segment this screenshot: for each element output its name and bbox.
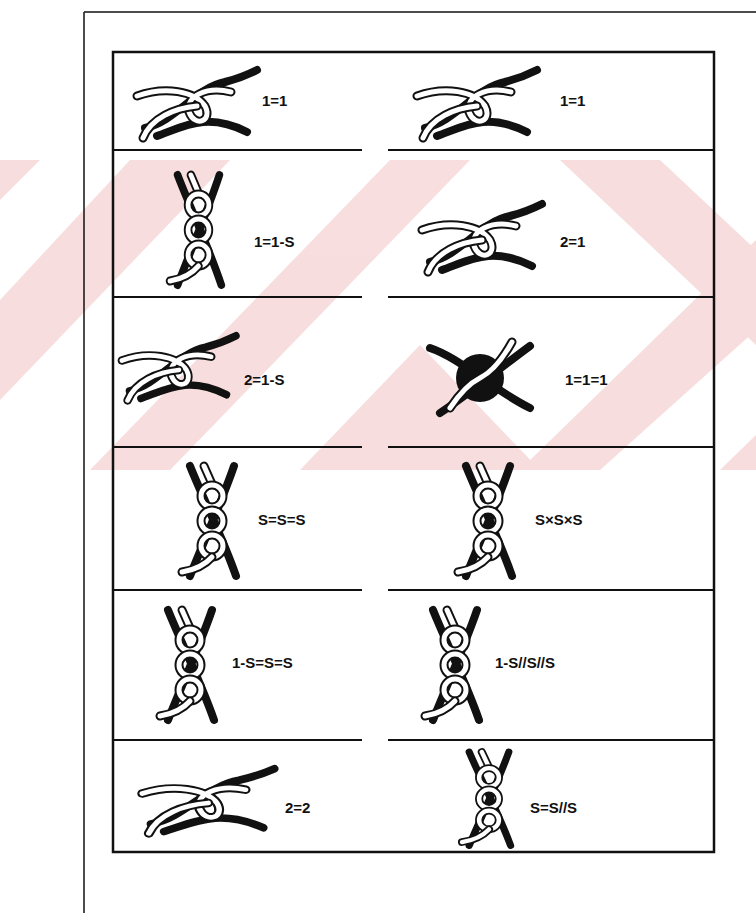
- knot-drawing: [425, 610, 479, 720]
- knot-code: 1-S//S//S: [495, 654, 555, 672]
- knot-drawing: [182, 466, 236, 576]
- knot-code: S×S×S: [535, 511, 583, 529]
- knot-code: 2=2: [285, 799, 310, 817]
- knot-code: 1=1=1: [565, 371, 608, 389]
- page-frame: [84, 11, 756, 13]
- table-border: [113, 52, 714, 852]
- knot-drawing: [422, 204, 542, 272]
- knot-drawing: [417, 70, 537, 138]
- knot-drawing: [142, 769, 274, 834]
- knot-drawing: [137, 70, 257, 138]
- page-frame: [83, 12, 85, 913]
- row-divider: [113, 150, 714, 740]
- knot-code: 1=1-S: [254, 233, 294, 251]
- knot-drawing: [160, 610, 214, 720]
- knot-code: 2=1: [560, 233, 585, 251]
- knot-code: 2=1-S: [244, 371, 284, 389]
- knot-drawing: [430, 342, 530, 413]
- knot-code: 1=1: [560, 92, 585, 110]
- knot-code: S=S//S: [530, 799, 577, 817]
- knot-drawing: [458, 466, 512, 576]
- knot-code: S=S=S: [258, 511, 306, 529]
- knot-code: 1=1: [262, 92, 287, 110]
- knot-code: 1-S=S=S: [232, 654, 293, 672]
- knot-drawing: [462, 752, 511, 846]
- knot-drawing: [122, 336, 236, 401]
- knot-drawing: [170, 175, 221, 285]
